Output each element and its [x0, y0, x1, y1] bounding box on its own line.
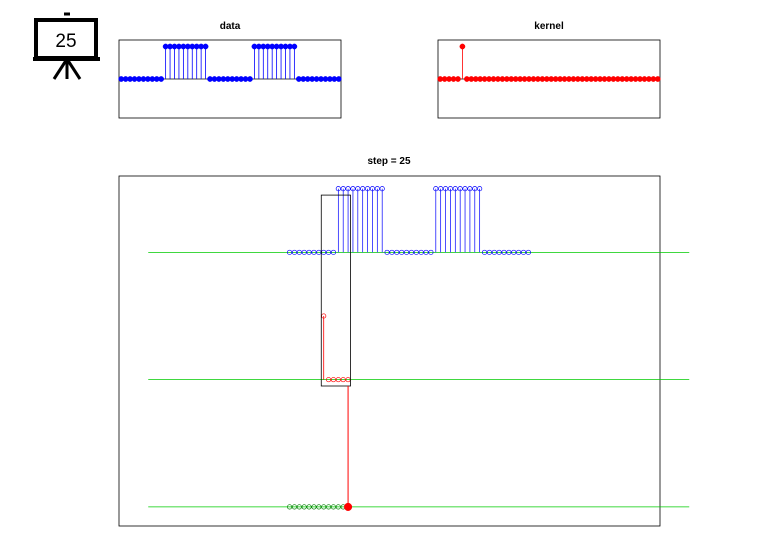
step-data-point	[413, 249, 419, 255]
step-kernel-point	[326, 377, 332, 383]
data-point	[291, 43, 298, 50]
step-data-point	[384, 249, 390, 255]
step-result-point	[326, 504, 332, 510]
step-data-point	[438, 186, 444, 192]
step-data-point	[481, 249, 488, 255]
step-data-point	[374, 186, 380, 192]
step-data-point	[365, 186, 371, 192]
step-data-point	[486, 249, 492, 255]
step-data-point	[301, 249, 307, 255]
step-data-point	[335, 186, 341, 192]
step-result-point	[301, 504, 307, 510]
step-data-point	[287, 249, 293, 255]
step-data-point	[394, 249, 400, 255]
step-data-point	[379, 186, 385, 192]
step-data-point	[423, 249, 429, 255]
kernel-point	[455, 76, 461, 82]
step-data-point	[433, 186, 439, 192]
step-data-point	[330, 249, 337, 255]
data-axes: data	[118, 21, 342, 119]
step-data-point	[404, 249, 410, 255]
step-data-point	[345, 186, 351, 192]
step-result-point	[335, 504, 341, 510]
step-kernel-point	[330, 377, 337, 383]
step-axes: step = 25	[118, 156, 690, 527]
data-axes-title: data	[220, 21, 241, 32]
step-data-point	[291, 249, 298, 255]
step-data-point	[306, 249, 312, 255]
step-data-point	[442, 186, 449, 192]
step-result-point	[321, 504, 327, 510]
step-result-point	[316, 504, 322, 510]
step-data-point	[516, 249, 522, 255]
step-data-point	[360, 186, 366, 192]
step-data-point	[340, 186, 346, 192]
step-data-point	[525, 249, 531, 255]
step-data-point	[477, 186, 483, 192]
step-result-point	[311, 504, 317, 510]
step-axes-frame	[118, 175, 661, 527]
presentation-board-icon: 25	[33, 12, 100, 80]
step-data-point	[399, 249, 405, 255]
step-axes-title: step = 25	[367, 156, 411, 167]
step-data-point	[311, 249, 317, 255]
step-data-point	[350, 186, 356, 192]
step-data-point	[457, 186, 463, 192]
kernel-axes-title: kernel	[534, 21, 564, 32]
step-data-point	[428, 249, 434, 255]
step-data-point	[511, 249, 517, 255]
step-data-point	[369, 186, 375, 192]
step-data-point	[462, 186, 468, 192]
step-data-point	[389, 249, 395, 255]
sliding-window	[320, 194, 351, 387]
kernel-axes: kernel	[437, 21, 661, 119]
step-data-point	[452, 186, 458, 192]
step-data-point	[355, 186, 361, 192]
step-data-point	[472, 186, 478, 192]
step-result-point	[306, 504, 312, 510]
kernel-point	[459, 43, 466, 50]
step-result-point	[287, 504, 293, 510]
step-data-point	[506, 249, 512, 255]
step-data-point	[447, 186, 453, 192]
data-point	[158, 76, 165, 82]
step-data-point	[520, 249, 527, 255]
step-data-point	[501, 249, 507, 255]
icon-label: 25	[55, 31, 76, 52]
data-point	[247, 76, 253, 82]
step-data-point	[491, 249, 497, 255]
step-result-point	[291, 504, 298, 510]
step-data-point	[496, 249, 502, 255]
data-point	[335, 76, 342, 82]
step-kernel-point	[335, 377, 341, 383]
step-data-point	[418, 249, 424, 255]
kernel-point	[654, 76, 661, 82]
step-result-point	[330, 504, 337, 510]
step-data-point	[408, 249, 414, 255]
step-data-point	[326, 249, 332, 255]
step-data-point	[296, 249, 302, 255]
step-kernel-point	[340, 377, 346, 383]
data-point	[202, 43, 209, 50]
step-data-point	[467, 186, 473, 192]
current-output-point	[344, 502, 353, 511]
step-result-point	[296, 504, 302, 510]
